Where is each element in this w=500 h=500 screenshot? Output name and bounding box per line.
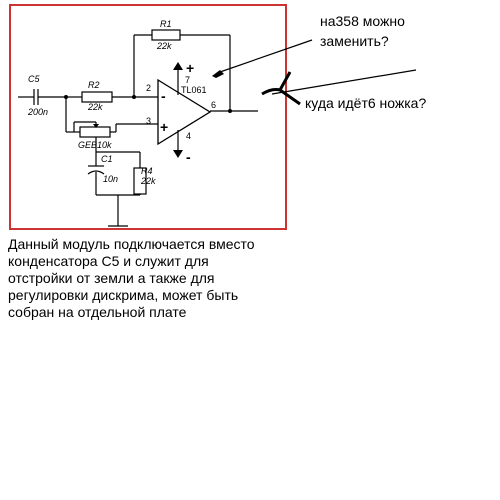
negative-supply-sign: - [186,149,191,165]
capacitor-c1 [87,165,105,195]
arrow-to-opamp [212,39,313,78]
question-replace-line1: на358 можно [320,13,405,29]
opamp-tl061 [157,78,258,146]
module-description: Данный модуль подключается вместо конден… [8,236,308,321]
module-frame [9,4,287,230]
description-line: Данный модуль подключается вместо [8,236,255,252]
question-replace-line2: заменить? [320,33,389,49]
pot-name: GEB10k [78,140,112,150]
description-line: конденсатора С5 и служит для [8,253,209,269]
inverting-input-sign: - [161,88,166,104]
r1-name: R1 [160,19,172,29]
arrow-to-pin6 [261,69,417,106]
pin-4-label: 4 [186,131,191,141]
r2-name: R2 [88,80,100,90]
c1-value: 10n [103,174,118,184]
resistor-r4 [133,167,147,195]
c5-name: C5 [28,74,40,84]
noninverting-input-sign: + [160,119,168,135]
positive-supply-arrow [173,62,183,95]
branch-wiring [95,150,141,168]
ground-symbol [96,194,140,227]
r1-value: 22k [156,41,172,51]
opamp-name: TL061 [181,85,207,95]
pin-3-label: 3 [146,116,151,126]
pin-7-label: 7 [185,75,190,85]
positive-supply-sign: + [186,60,194,76]
c5-value: 200n [27,107,48,117]
resistor-r1 [133,29,231,111]
c1-name: C1 [101,154,113,164]
description-line: собран на отдельной плате [8,304,187,320]
description-line: отстройки от земли а также для [8,270,215,286]
description-line: регулировки дискрима, может быть [8,287,239,303]
pot-geb10k [65,97,158,150]
capacitor-c5 [18,89,66,105]
r4-value: 22k [140,176,156,186]
r4-name: R4 [141,166,153,176]
r2-value: 22k [87,102,103,112]
resistor-r2 [66,91,158,103]
pin-2-label: 2 [146,83,151,93]
negative-supply-arrow [173,130,183,158]
pin-6-label: 6 [211,100,216,110]
question-pin6: куда идёт6 ножка? [305,95,426,111]
